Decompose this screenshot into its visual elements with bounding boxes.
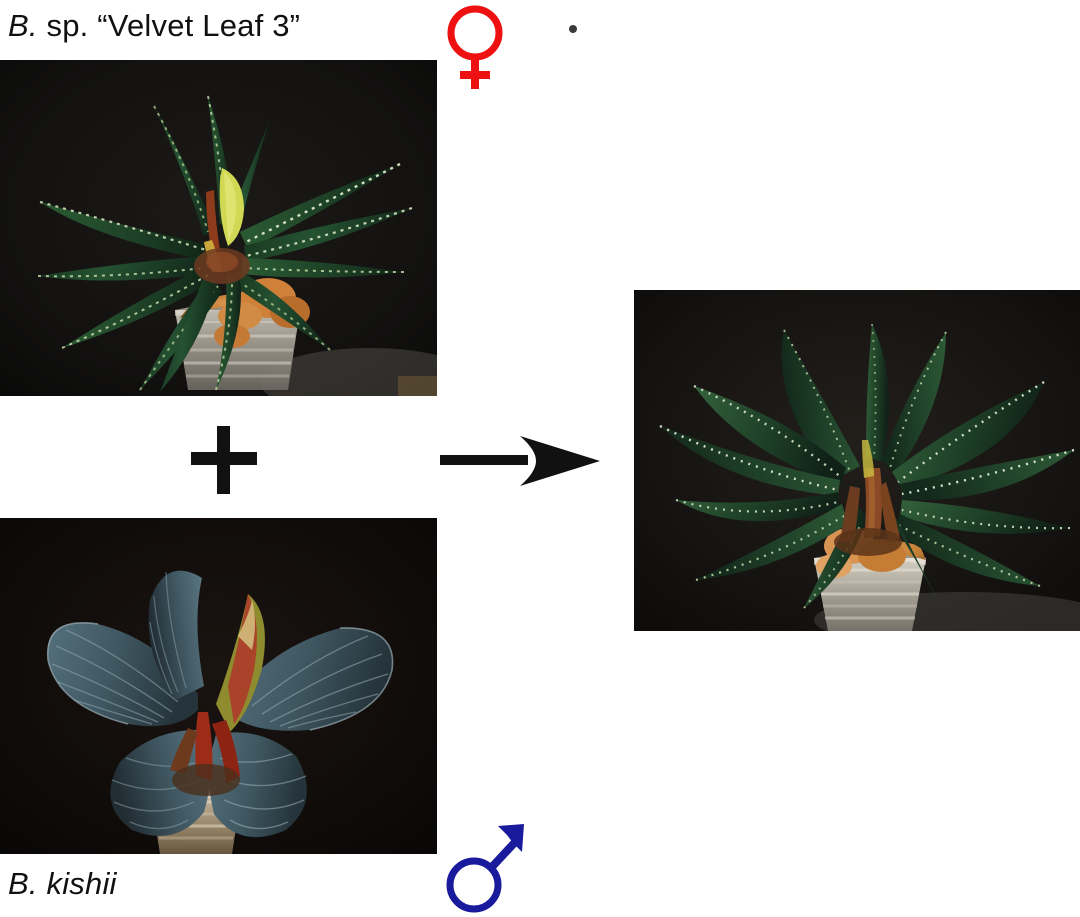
plant-foliage xyxy=(659,323,1075,612)
male-parent-epithet: kishii xyxy=(37,866,117,901)
plant-spathe xyxy=(204,168,244,272)
male-parent-photo-illustration xyxy=(0,518,437,854)
plant-crown xyxy=(834,440,902,556)
plus-sign-icon xyxy=(191,426,257,494)
hybrid-offspring-photo xyxy=(634,290,1080,631)
hybrid-offspring-photo-illustration xyxy=(634,290,1080,631)
female-parent-epithet: sp. “Velvet Leaf 3” xyxy=(37,8,301,43)
female-parent-photo xyxy=(0,60,437,396)
female-parent-photo-illustration xyxy=(0,60,437,396)
plant-foliage xyxy=(37,95,413,392)
female-parent-caption: B. sp. “Velvet Leaf 3” xyxy=(8,8,300,44)
mars-symbol-icon xyxy=(446,824,524,913)
cross-arrow-icon xyxy=(440,436,600,486)
female-parent-genus: B. xyxy=(8,8,38,43)
male-parent-caption: B. kishii xyxy=(8,866,117,902)
venus-symbol-icon xyxy=(447,5,503,89)
male-parent-photo xyxy=(0,518,437,854)
asterisk-marker-dot xyxy=(569,25,577,33)
male-parent-genus: B. xyxy=(8,866,38,901)
plant-new-leaf xyxy=(170,594,265,784)
